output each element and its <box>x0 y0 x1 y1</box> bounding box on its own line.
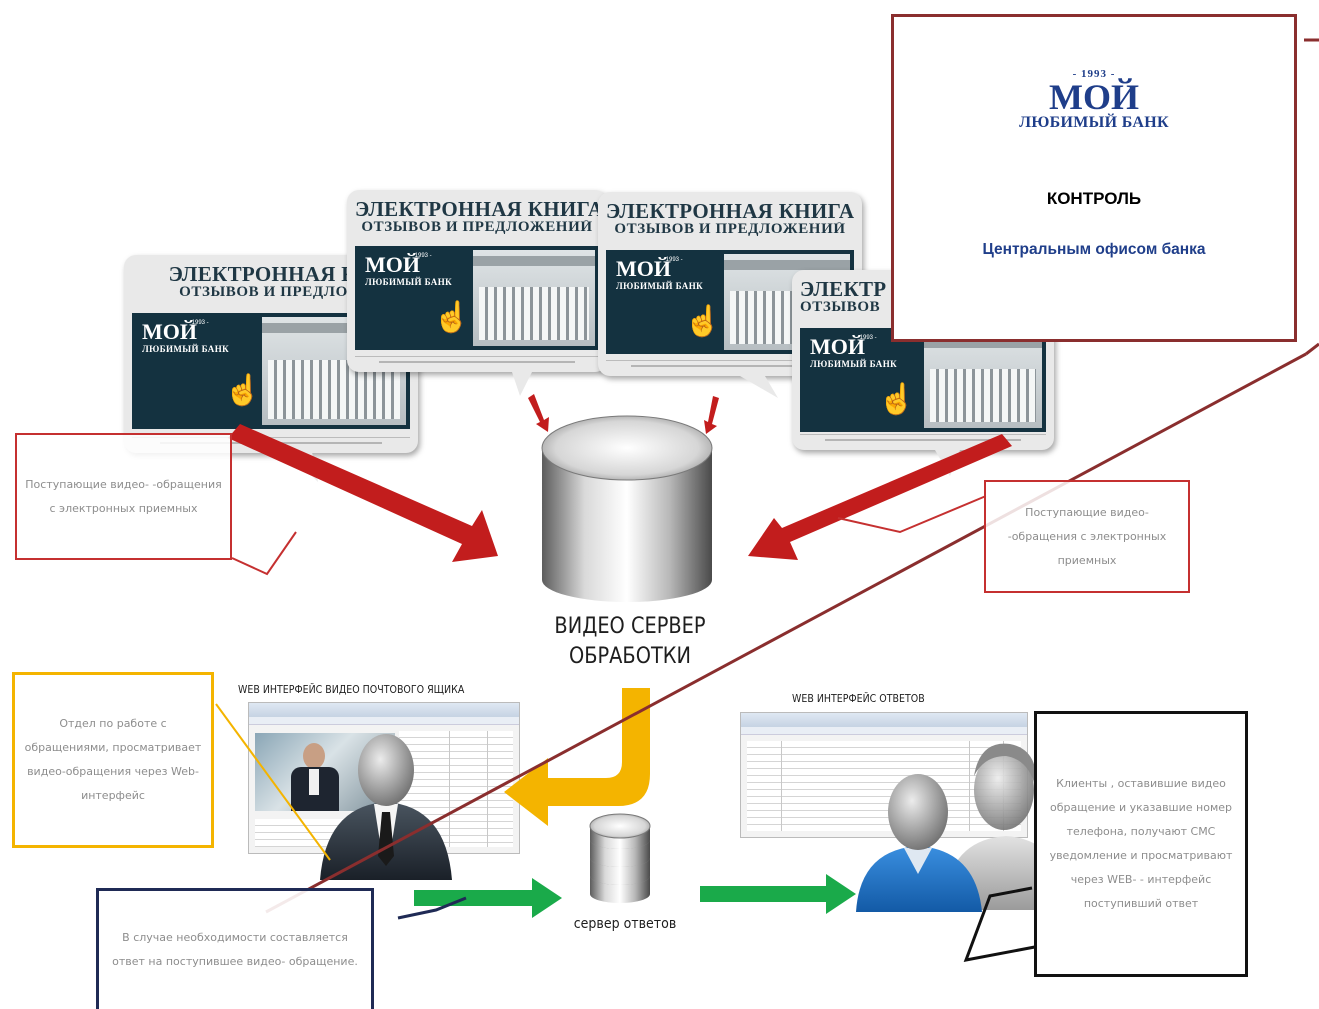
bank-logo-sub: ЛЮБИМЫЙ БАНК <box>1019 114 1169 132</box>
pointing-hand-icon: ☝ <box>878 383 916 416</box>
control-subtitle: Центральным офисом банка <box>982 241 1206 258</box>
web-answers-caption: WEB ИНТЕРФЕЙС ОТВЕТОВ <box>792 692 925 705</box>
kiosk-screen-2: ЭЛЕКТРОННАЯ КНИГА ОТЗЫВОВ И ПРЕДЛОЖЕНИЙ … <box>347 190 607 372</box>
arrow-icon-left <box>228 424 498 562</box>
reply-connector <box>397 896 467 920</box>
bank-building-image <box>473 250 595 346</box>
yellow-arrow-icon <box>504 688 650 826</box>
arrow-icon-small-right <box>704 396 719 434</box>
businessman-icon <box>320 734 452 880</box>
kiosk-title-line2: ОТЗЫВОВ И ПРЕДЛОЖ <box>179 285 363 301</box>
kiosk-title-line1: ЭЛЕКТРОННАЯ КНИГА <box>355 198 599 221</box>
video-server-label: ВИДЕО СЕРВЕР ОБРАБОТКИ <box>554 614 706 669</box>
bank-logo: - 1993 - МОЙ ЛЮБИМЫЙ БАНК <box>894 69 1294 132</box>
control-lines <box>265 38 1319 914</box>
pointing-hand-icon: ☝ <box>224 374 262 407</box>
kiosk-title-line2: ОТЗЫВОВ <box>800 300 881 316</box>
pointing-hand-icon: ☝ <box>684 305 722 338</box>
green-arrow-icon-2 <box>700 874 856 914</box>
kiosk-logo: МОЙ ЛЮБИМЫЙ БАНК <box>142 319 230 354</box>
reply-server-icon <box>589 813 651 903</box>
kiosk-logo: МОЙ ЛЮБИМЫЙ БАНК <box>616 256 704 291</box>
reply-note: В случае необходимости составляется отве… <box>96 888 374 1009</box>
kiosk-logo: МОЙ ЛЮБИМЫЙ БАНК <box>365 252 453 287</box>
kiosk-panel: МОЙ ЛЮБИМЫЙ БАНК - 1993 - ☝ <box>800 328 1046 432</box>
bank-logo-year: - 1993 - <box>1072 68 1116 80</box>
department-note: Отдел по работе с обращениями, просматри… <box>12 672 214 848</box>
green-arrow-icon-1 <box>414 878 562 918</box>
note-connector-lines <box>231 495 987 576</box>
arrow-icon-right <box>748 434 1012 560</box>
video-server-icon <box>541 415 713 602</box>
department-connector <box>215 703 331 861</box>
bank-building-image <box>924 332 1042 428</box>
control-title: КОНТРОЛЬ <box>1046 189 1142 208</box>
kiosk-title-line2: ОТЗЫВОВ И ПРЕДЛОЖЕНИЙ <box>614 222 846 238</box>
reply-server-label: сервер ответов <box>573 916 677 932</box>
kiosk-title-line2: ОТЗЫВОВ И ПРЕДЛОЖЕНИЙ <box>361 220 593 236</box>
kiosk-title-line1: ЭЛЕКТРОННАЯ КНИГА <box>606 200 854 223</box>
incoming-arrow-icons <box>228 394 1012 562</box>
incoming-note-left: Поступающие видео- -обращения с электрон… <box>15 433 232 560</box>
kiosk-panel: МОЙ ЛЮБИМЫЙ БАНК - 1993 - ☝ <box>355 246 599 350</box>
arrow-icon-small-left <box>528 394 549 432</box>
web-mailbox-caption: WEB ИНТЕРФЕЙС ВИДЕО ПОЧТОВОГО ЯЩИКА <box>238 683 465 696</box>
pointing-hand-icon: ☝ <box>433 301 471 334</box>
kiosk-title-line1: ЭЛЕКТР <box>800 278 887 301</box>
bank-logo-main: МОЙ <box>1049 77 1139 117</box>
clients-note: Клиенты , оставившие видео обращение и у… <box>1034 711 1248 977</box>
clients-connector <box>963 886 1041 962</box>
kiosk-title-line1: ЭЛЕКТРОННАЯ КН <box>168 263 374 286</box>
green-arrow-icons <box>414 874 856 918</box>
kiosk-logo: МОЙ ЛЮБИМЫЙ БАНК <box>810 334 898 369</box>
control-box: - 1993 - МОЙ ЛЮБИМЫЙ БАНК КОНТРОЛЬ Центр… <box>891 14 1297 342</box>
incoming-note-right: Поступающие видео- -обращения с электрон… <box>984 480 1190 593</box>
